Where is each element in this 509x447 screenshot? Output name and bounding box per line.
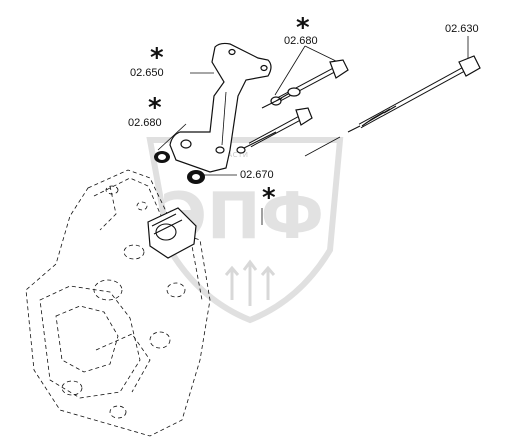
star-icon: * (150, 43, 164, 73)
leader-lines (157, 36, 469, 225)
middle-bolt (236, 107, 313, 154)
transmission-housing (25, 169, 211, 437)
star-icon: * (262, 183, 276, 213)
long-bolt (304, 55, 481, 157)
label-upper-bolt: 02.680 (284, 35, 318, 47)
label-nut: 02.670 (240, 169, 274, 181)
nut-lower (187, 170, 205, 184)
part-labels: 02.630 * 02.680 * 02.650 * 02.680 02.670… (128, 13, 479, 213)
wheat-icon (224, 259, 276, 306)
label-bracket: 02.650 (130, 67, 164, 79)
star-icon: * (148, 93, 162, 123)
star-icon: * (296, 13, 310, 43)
label-long-bolt: 02.630 (445, 23, 479, 35)
label-washer: 02.680 (128, 117, 162, 129)
cover-plate (147, 207, 197, 259)
upper-bolt (261, 59, 349, 109)
washer-left (154, 151, 170, 163)
bracket (169, 42, 272, 173)
